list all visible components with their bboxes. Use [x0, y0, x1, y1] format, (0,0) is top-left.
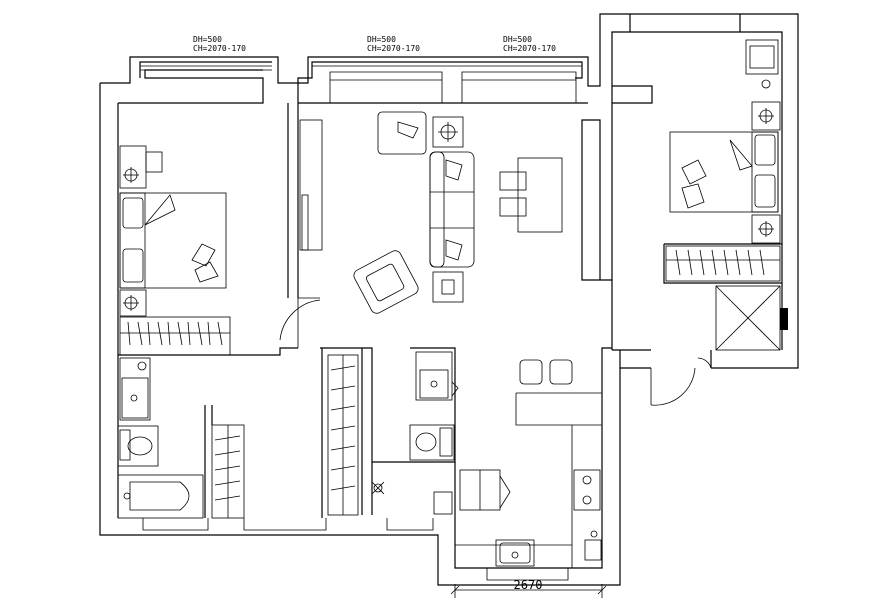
refrigerator: [459, 469, 511, 511]
bar-stools: [519, 359, 573, 385]
sofa: [429, 151, 475, 268]
armchair-bottom: [353, 250, 419, 314]
coffee-table: [517, 157, 563, 233]
window-label-right: DH=500 CH=2070-170: [503, 35, 556, 53]
bed-right: [669, 131, 779, 213]
dimension-line: 2670: [450, 578, 607, 598]
nightstand-left-top: [119, 145, 163, 189]
kitchen-appliance: [584, 530, 602, 561]
window-bottom: [142, 518, 569, 581]
window-label-middle: DH=500 CH=2070-170: [367, 35, 420, 53]
wardrobe-left-hall: [211, 424, 245, 519]
stool-bottom: [499, 197, 527, 217]
side-table-top: [432, 116, 464, 148]
toilet-small-bathroom: [409, 424, 455, 461]
kitchen-sink: [495, 539, 535, 567]
wardrobe-corridor: [327, 354, 359, 516]
nightstand-right-bottom: [751, 214, 781, 244]
toilet-left-bathroom: [117, 425, 159, 467]
interior-walls: [118, 103, 782, 569]
shower-small-bathroom: [371, 481, 453, 515]
window-dh-label: DH=500: [367, 35, 396, 44]
armchair-top: [377, 111, 427, 155]
door-left-bedroom: [279, 297, 321, 348]
kitchen-counter: [455, 392, 603, 568]
window-ch-label: CH=2070-170: [193, 44, 246, 53]
window-top-middle: [312, 65, 582, 103]
stove: [573, 469, 601, 511]
side-table-bottom: [432, 271, 464, 303]
nightstand-right-top: [751, 101, 781, 131]
bed-left: [119, 192, 227, 289]
wardrobe-right: [665, 245, 781, 282]
stool-top: [499, 171, 527, 191]
wardrobe-left: [119, 316, 231, 356]
nightstand-left-bottom: [119, 289, 147, 317]
window-label-left: DH=500 CH=2070-170: [193, 35, 246, 53]
sink-small-bathroom: [415, 351, 459, 401]
dimension-label: 2670: [514, 578, 543, 592]
tv-cabinet-left: [299, 119, 323, 251]
sink-left-bathroom: [119, 357, 151, 421]
entry-cabinet: [715, 285, 788, 351]
window-dh-label: DH=500: [503, 35, 532, 44]
bathtub-left-bathroom: [117, 474, 204, 519]
window-top-left: [140, 65, 272, 71]
window-ch-label: CH=2070-170: [503, 44, 556, 53]
entry-door: [650, 357, 712, 406]
washing-machine: [745, 39, 779, 89]
window-ch-label: CH=2070-170: [367, 44, 420, 53]
window-dh-label: DH=500: [193, 35, 222, 44]
